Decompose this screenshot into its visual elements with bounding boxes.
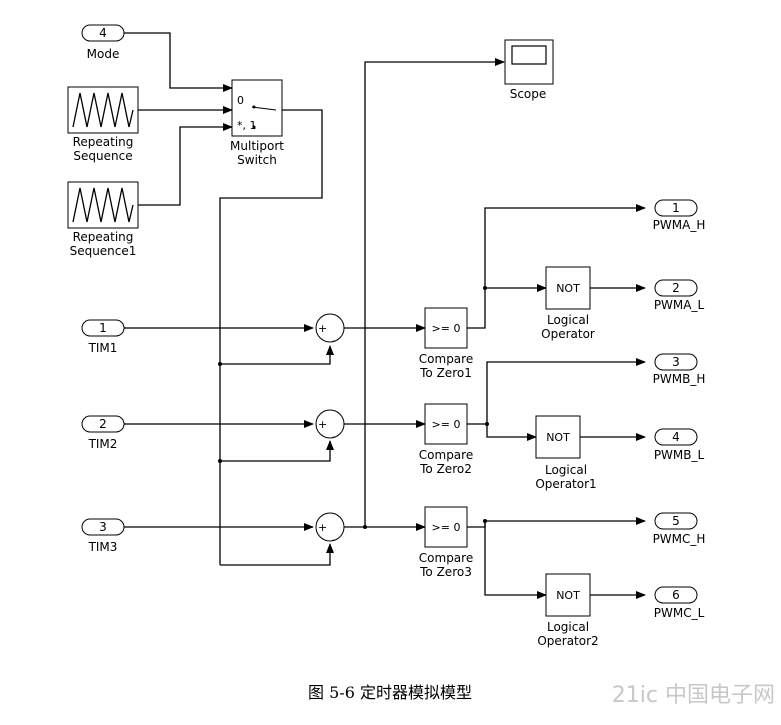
- inport-tim1: 1 TIM1: [81, 319, 125, 355]
- svg-text:Compare: Compare: [419, 551, 473, 565]
- svg-text:5: 5: [672, 514, 680, 528]
- svg-text:PWMC_H: PWMC_H: [653, 532, 706, 546]
- svg-text:NOT: NOT: [556, 282, 580, 295]
- compare-to-zero3-block: >= 0 Compare To Zero3: [419, 506, 473, 579]
- repeating-sequence1-block: Repeating Sequence1: [67, 181, 139, 258]
- svg-text:Operator2: Operator2: [537, 634, 598, 648]
- inport-mode-label: Mode: [87, 47, 120, 61]
- svg-text:To Zero2: To Zero2: [419, 462, 472, 476]
- svg-text:Switch: Switch: [237, 153, 277, 167]
- svg-text:PWMA_L: PWMA_L: [654, 298, 705, 312]
- svg-text:Logical: Logical: [547, 313, 589, 327]
- svg-text:+: +: [318, 418, 327, 431]
- logical-operator2-block: NOT Logical Operator2: [537, 573, 599, 648]
- compare-to-zero1-block: >= 0 Compare To Zero1: [419, 307, 473, 380]
- wire-mode: [124, 32, 233, 92]
- watermark-logo: 21ic 中国电子网: [612, 683, 775, 708]
- svg-text:4: 4: [672, 430, 680, 444]
- svg-text:NOT: NOT: [546, 431, 570, 444]
- scope-screen-icon: [511, 45, 547, 65]
- svg-text:-: -: [332, 430, 336, 443]
- repeating-sequence-block: Repeating Sequence: [67, 86, 139, 163]
- svg-text:1: 1: [672, 201, 680, 215]
- signal-wires: [124, 32, 646, 599]
- sum-block-1: + -: [315, 313, 345, 347]
- wire-cmp2-out: [467, 358, 646, 425]
- wire-repseq1: [138, 123, 233, 206]
- wire-carrier-sum1: [220, 345, 334, 365]
- svg-text:>= 0: >= 0: [432, 322, 461, 335]
- inport-tim2: 2 TIM2: [81, 415, 125, 451]
- sum-block-3: + -: [315, 512, 345, 546]
- svg-text:4: 4: [99, 26, 107, 40]
- svg-text:Sequence1: Sequence1: [70, 244, 137, 258]
- svg-text:Sequence: Sequence: [73, 149, 132, 163]
- svg-text:Logical: Logical: [545, 463, 587, 477]
- inport-tim3: 3 TIM3: [81, 518, 125, 554]
- wire-cmp1-out: [467, 204, 646, 329]
- svg-text:0: 0: [237, 94, 244, 107]
- wire-cmp3-not: [484, 521, 547, 599]
- wire-carrier-sum2: [220, 440, 334, 462]
- outport-pwmc-l: 6 PWMC_L: [654, 586, 705, 620]
- svg-text:Compare: Compare: [419, 448, 473, 462]
- svg-text:2: 2: [99, 417, 107, 431]
- multiport-switch-block: 0 *, 1 Multiport Switch: [230, 79, 284, 167]
- inport-tim2-label: TIM2: [88, 437, 118, 451]
- compare-to-zero2-block: >= 0 Compare To Zero2: [419, 403, 473, 476]
- svg-text:3: 3: [672, 355, 680, 369]
- inport-mode: 4 Mode: [81, 24, 125, 61]
- svg-text:1: 1: [99, 321, 107, 335]
- svg-text:Repeating: Repeating: [73, 230, 134, 244]
- svg-text:-: -: [332, 533, 336, 546]
- wire-cmp2-not: [486, 424, 537, 441]
- logical-operator-block: NOT Logical Operator: [541, 266, 595, 341]
- svg-text:>= 0: >= 0: [432, 521, 461, 534]
- svg-text:Repeating: Repeating: [73, 135, 134, 149]
- svg-text:NOT: NOT: [556, 589, 580, 602]
- svg-text:-: -: [332, 334, 336, 347]
- svg-text:PWMA_H: PWMA_H: [653, 218, 706, 232]
- wire-cmp3-out: [467, 517, 646, 528]
- svg-text:3: 3: [99, 520, 107, 534]
- svg-text:Compare: Compare: [419, 352, 473, 366]
- wire-switch-out: [219, 109, 323, 565]
- inport-tim1-label: TIM1: [88, 341, 118, 355]
- svg-text:PWMB_H: PWMB_H: [653, 372, 706, 386]
- svg-text:To Zero1: To Zero1: [419, 366, 472, 380]
- figure-caption: 图 5-6 定时器模拟模型: [308, 683, 472, 702]
- svg-text:*, 1: *, 1: [237, 119, 257, 132]
- sawtooth-icon: [72, 187, 134, 223]
- svg-text:Scope: Scope: [510, 87, 547, 101]
- svg-text:Logical: Logical: [547, 620, 589, 634]
- logical-operator1-block: NOT Logical Operator1: [535, 415, 597, 491]
- sawtooth-icon: [72, 92, 134, 128]
- wire-carrier-sum3: [220, 543, 334, 566]
- outport-pwmc-h: 5 PWMC_H: [653, 512, 706, 546]
- svg-text:To Zero3: To Zero3: [419, 565, 472, 579]
- svg-text:PWMC_L: PWMC_L: [654, 606, 705, 620]
- scope-block: Scope: [504, 39, 554, 101]
- svg-text:Operator: Operator: [541, 327, 595, 341]
- outport-pwmb-l: 4 PWMB_L: [654, 428, 705, 462]
- wire-scope: [364, 58, 505, 527]
- svg-text:Operator1: Operator1: [535, 477, 596, 491]
- svg-text:2: 2: [672, 281, 680, 295]
- svg-text:PWMB_L: PWMB_L: [654, 448, 705, 462]
- svg-text:+: +: [318, 521, 327, 534]
- outport-pwmb-h: 3 PWMB_H: [653, 353, 706, 386]
- svg-text:6: 6: [672, 588, 680, 602]
- outport-pwma-l: 2 PWMA_L: [654, 279, 705, 312]
- svg-text:>= 0: >= 0: [432, 418, 461, 431]
- svg-text:+: +: [318, 322, 327, 335]
- outport-pwma-h: 1 PWMA_H: [653, 199, 706, 232]
- inport-tim3-label: TIM3: [88, 540, 118, 554]
- sum-block-2: + -: [315, 409, 345, 443]
- svg-text:Multiport: Multiport: [230, 139, 284, 153]
